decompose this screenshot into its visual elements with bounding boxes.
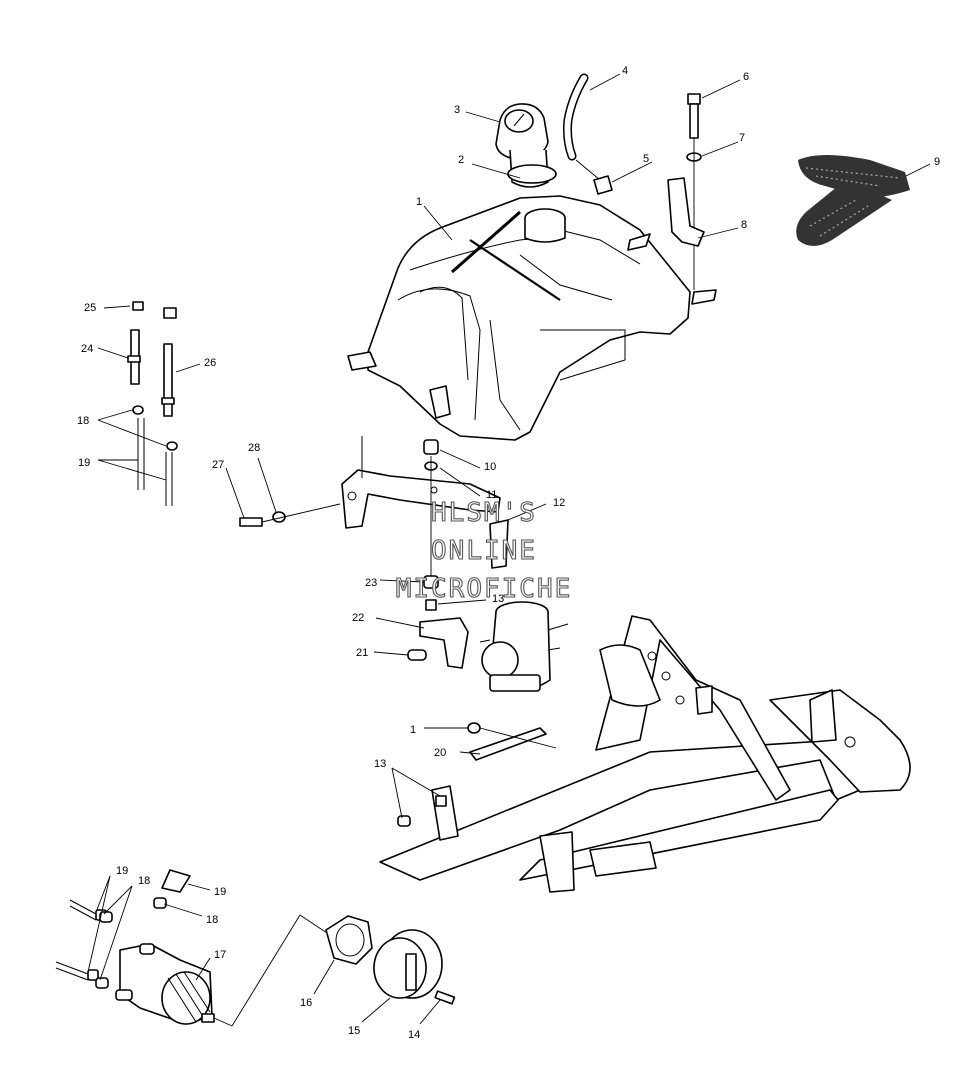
callout-16: 16: [300, 997, 312, 1009]
callout-27: 27: [212, 459, 224, 471]
callout-9: 9: [934, 156, 940, 168]
watermark-line-3: MICROFICHE: [396, 574, 573, 604]
callout-18-right: 18: [206, 914, 218, 926]
callout-22: 22: [352, 612, 364, 624]
atv-frame: [379, 615, 911, 893]
callout-12: 12: [553, 497, 565, 509]
callout-21: 21: [356, 647, 368, 659]
callout-24: 24: [81, 343, 93, 355]
tank-mount-bracket: [239, 436, 509, 569]
callout-20: 20: [434, 747, 446, 759]
grommet-stack: [423, 439, 439, 611]
carburetor: [407, 601, 569, 692]
callout-14: 14: [408, 1029, 420, 1041]
callout-26: 26: [204, 357, 216, 369]
callout-3: 3: [454, 104, 460, 116]
watermark: HLSM'S ONLINE MICROFICHE: [395, 497, 573, 604]
valve-knob-assembly: [325, 915, 456, 1005]
callout-10: 10: [484, 461, 496, 473]
callout-11: 11: [486, 489, 497, 501]
callout-4: 4: [622, 65, 628, 77]
callout-6: 6: [743, 71, 749, 83]
callout-19-lower: 19: [116, 865, 128, 877]
callout-labels: 1 2 3 4 5 6 7 8 9 10 11 12 13 28 27 25 2…: [77, 65, 940, 1041]
callout-18: 18: [77, 415, 89, 427]
callout-1: 1: [416, 196, 422, 208]
tank-mount-hardware: [667, 93, 705, 290]
callout-1-frame: 1: [410, 724, 416, 736]
callout-25: 25: [84, 302, 96, 314]
callout-18-lower: 18: [138, 875, 150, 887]
callout-8: 8: [741, 219, 747, 231]
vent-hose: [563, 73, 613, 195]
fuel-petcock: [55, 869, 331, 1027]
leader-lines: [87, 73, 931, 1025]
callout-2: 2: [458, 154, 464, 166]
callout-28: 28: [248, 442, 260, 454]
callout-19: 19: [78, 457, 90, 469]
fuel-lines-left: [127, 301, 178, 506]
callout-5: 5: [643, 153, 649, 165]
callout-19-right: 19: [214, 886, 226, 898]
callout-15: 15: [348, 1025, 360, 1037]
callout-7: 7: [739, 132, 745, 144]
callout-23: 23: [365, 577, 377, 589]
callout-17: 17: [214, 949, 226, 961]
watermark-line-2: ONLINE: [431, 536, 537, 566]
callout-13: 13: [492, 593, 504, 605]
callout-13-frame: 13: [374, 758, 386, 770]
foam-pad: [796, 155, 910, 246]
fuel-cap: [495, 103, 557, 188]
fuel-tank: [347, 195, 717, 441]
watermark-line-1: HLSM'S: [431, 498, 537, 528]
